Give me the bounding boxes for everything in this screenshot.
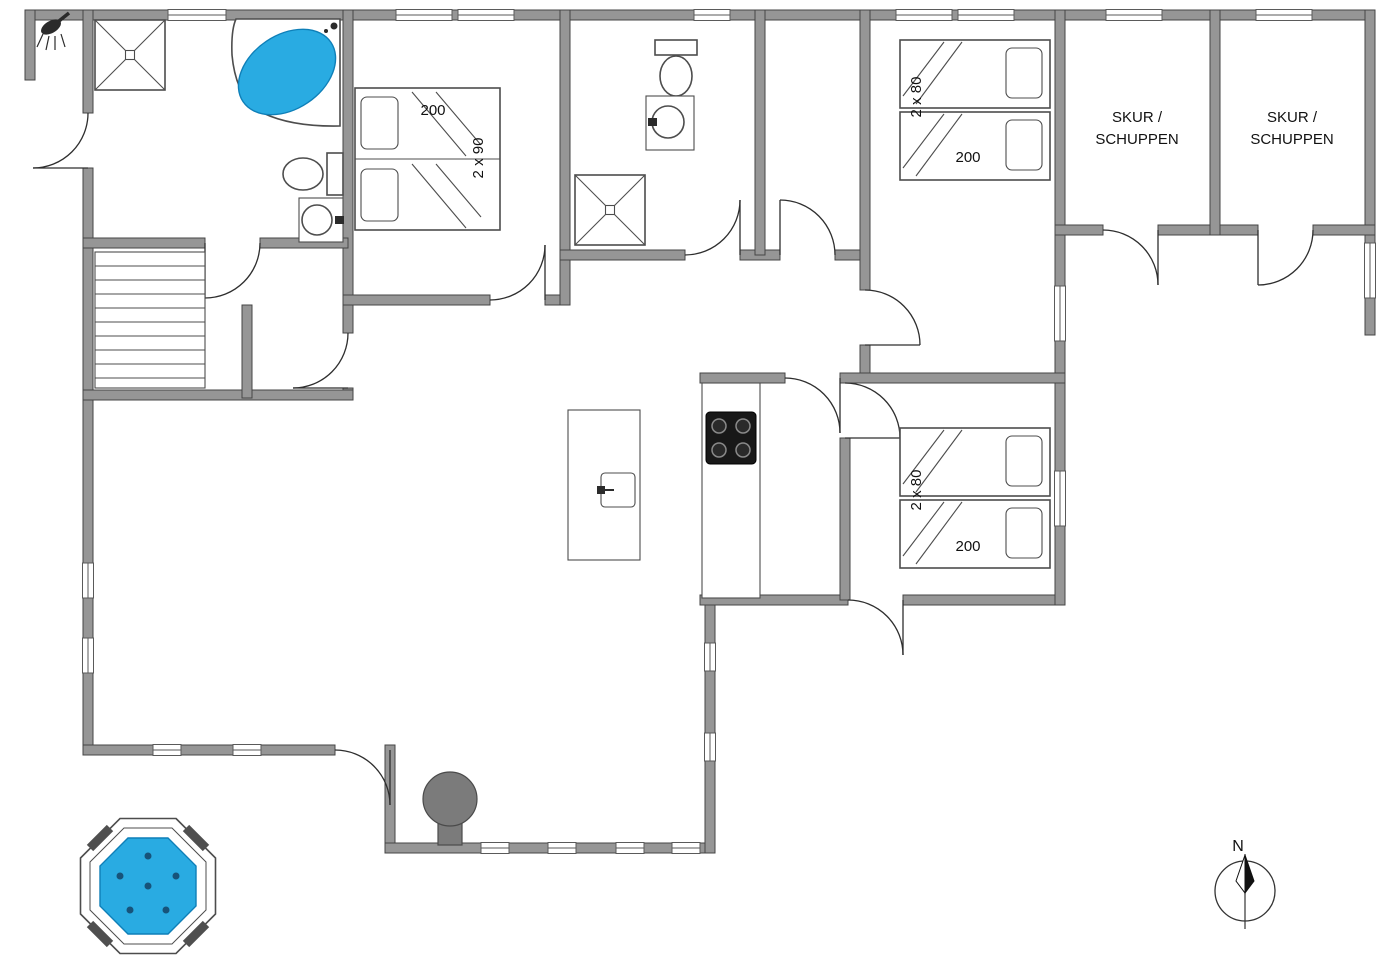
window [1364, 242, 1376, 299]
shed-right-label-2: SCHUPPEN [1250, 131, 1333, 148]
shed-left-label-1: SKUR / [1112, 109, 1163, 126]
toilet-icon [282, 152, 344, 196]
door-bedroom-3 [844, 382, 901, 439]
door-terrace [334, 749, 391, 806]
double-bed-icon [354, 87, 501, 231]
door-utility [779, 199, 836, 256]
window [671, 842, 701, 854]
window [1054, 470, 1066, 527]
window [167, 9, 227, 21]
door-shed-2 [1257, 229, 1314, 286]
bedroom1-width-label: 200 [420, 102, 445, 119]
shed-right-label-1: SKUR / [1267, 109, 1318, 126]
window [547, 842, 577, 854]
shower-head-icon [36, 11, 71, 51]
door-hall [292, 332, 349, 389]
door-bathroom-1 [204, 242, 261, 299]
window [457, 9, 515, 21]
door-shed-1 [1102, 229, 1159, 286]
window [232, 744, 262, 756]
shower-cabin-icon [94, 19, 166, 91]
door-bathroom-2 [684, 199, 741, 256]
door-kitchen [784, 377, 841, 434]
stairs-icon [94, 251, 206, 389]
window [704, 642, 716, 672]
door-entrance [32, 112, 89, 169]
bedroom3-length-label: 200 [955, 538, 980, 555]
hot-tub-icon [79, 817, 217, 955]
bedroom2-beds-label: 2 x 80 [908, 77, 925, 118]
window [480, 842, 510, 854]
window [1255, 9, 1313, 21]
washbasin-icon [298, 197, 344, 243]
window [704, 732, 716, 762]
washbasin-icon [645, 95, 695, 151]
window [957, 9, 1015, 21]
twin-beds-icon [899, 39, 1051, 181]
kitchen-island-icon [567, 409, 641, 561]
window [152, 744, 182, 756]
windows [82, 9, 1376, 854]
window [693, 9, 731, 21]
bedroom2-length-label: 200 [955, 149, 980, 166]
corner-bathtub-icon [231, 18, 341, 127]
window [615, 842, 645, 854]
bedroom3-beds-label: 2 x 80 [908, 470, 925, 511]
compass-north-label: N [1232, 838, 1244, 855]
toilet-icon [654, 39, 698, 97]
window [82, 562, 94, 599]
door-bedroom-1 [489, 244, 546, 301]
cooktop-icon [705, 411, 757, 465]
doors [32, 112, 1314, 806]
window [82, 637, 94, 674]
shed-left-label-2: SCHUPPEN [1095, 131, 1178, 148]
window [895, 9, 953, 21]
shower-cabin-icon [574, 174, 646, 246]
wood-burner-icon [422, 771, 478, 846]
window [1105, 9, 1163, 21]
door-garden [847, 599, 904, 656]
window [1054, 285, 1066, 342]
twin-beds-icon [899, 427, 1051, 569]
window [395, 9, 453, 21]
bedroom1-beds-label: 2 x 90 [470, 138, 487, 179]
door-bedroom-2 [864, 289, 921, 346]
compass-rose-icon [1214, 854, 1276, 929]
